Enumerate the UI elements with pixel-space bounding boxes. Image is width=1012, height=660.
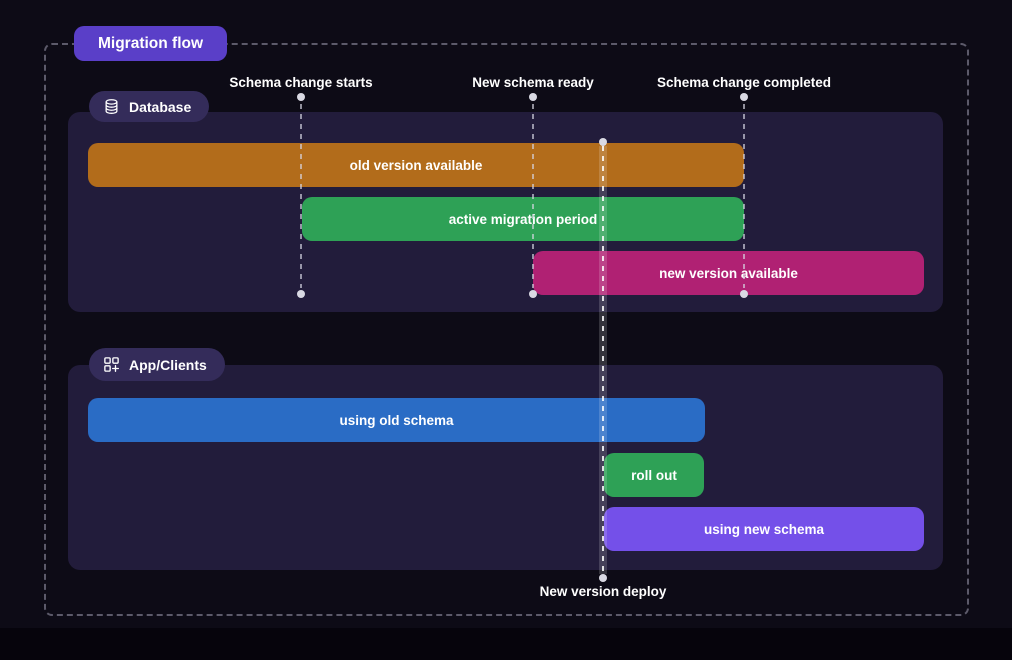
deploy-label: New version deploy — [539, 584, 667, 599]
milestone-label: Schema change completed — [656, 75, 832, 90]
milestone-dot — [297, 290, 305, 298]
milestone-label: Schema change starts — [229, 75, 373, 90]
milestone-dashed-line — [300, 104, 302, 288]
app-clients-badge-label: App/Clients — [129, 356, 207, 373]
milestone-dot — [529, 93, 537, 101]
milestone-dashed-line — [532, 104, 534, 288]
bottom-black-band — [0, 628, 1012, 660]
milestone-dot — [740, 93, 748, 101]
deploy-dashed-line — [602, 146, 604, 574]
database-badge: Database — [89, 91, 210, 122]
bar-active-migration-period: active migration period — [302, 197, 744, 241]
deploy-dot — [599, 574, 607, 582]
apps-plus-icon — [103, 356, 120, 373]
milestone-label: New schema ready — [472, 75, 594, 90]
app-clients-badge: App/Clients — [89, 348, 225, 381]
bar-old-version-available: old version available — [88, 143, 744, 187]
milestone-dot — [529, 290, 537, 298]
deploy-dot — [599, 138, 607, 146]
diagram-title-badge: Migration flow — [74, 26, 228, 61]
bar-new-version-available: new version available — [533, 251, 924, 295]
milestone-dashed-line — [743, 104, 745, 288]
bar-roll-out: roll out — [604, 453, 704, 497]
bar-using-new-schema: using new schema — [604, 507, 924, 551]
dashed-frame — [44, 43, 969, 616]
database-icon — [103, 98, 120, 115]
milestone-dot — [740, 290, 748, 298]
milestone-dot — [297, 93, 305, 101]
bar-using-old-schema: using old schema — [88, 398, 705, 442]
database-badge-label: Database — [129, 98, 192, 115]
